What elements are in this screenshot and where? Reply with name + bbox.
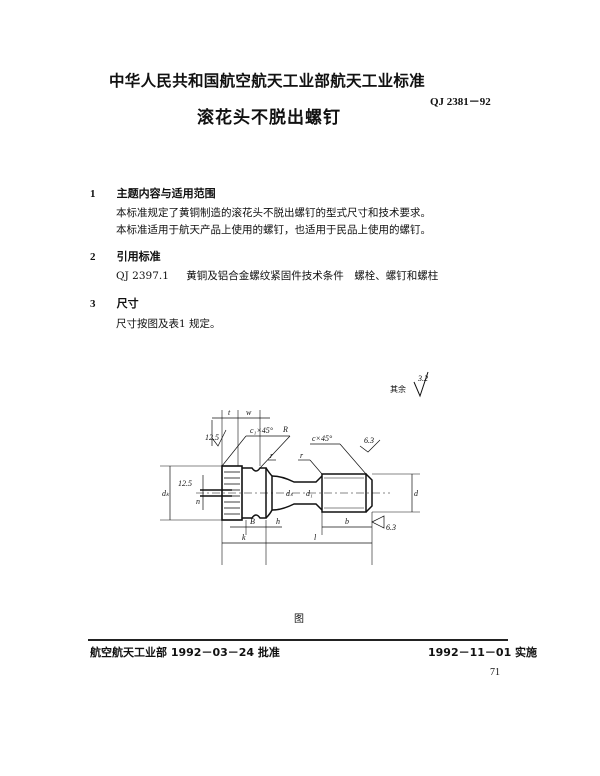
roughness-note-label: 其余	[390, 385, 406, 394]
roughness-end-label: 6.3	[386, 523, 396, 532]
reference-standard: QJ 2397.1 黄铜及铝合金螺纹紧固件技术条件 螺栓、螺钉和螺柱	[116, 268, 438, 283]
section-number: 2	[90, 251, 96, 263]
paragraph: 本标准规定了黄铜制造的滚花头不脱出螺钉的型式尺寸和技术要求。	[116, 207, 431, 219]
paragraph: 本标准适用于航天产品上使用的螺钉，也适用于民品上使用的螺钉。	[116, 224, 431, 236]
section-title: 主题内容与适用范围	[116, 187, 216, 200]
standard-code: QJ 2381－92	[430, 96, 491, 108]
b-label: b	[345, 517, 349, 526]
ds-label: dₛ	[286, 489, 294, 498]
roughness-symbol-icon	[413, 371, 429, 398]
section-number: 3	[90, 298, 96, 310]
roughness-slot-label: 12.5	[178, 479, 192, 488]
figure-caption: 图	[294, 614, 304, 625]
d1-label: d₁	[306, 489, 313, 498]
section-2-heading: 2 引用标准	[90, 245, 161, 264]
h-label: h	[276, 517, 280, 526]
dim-t: t	[228, 408, 231, 417]
n-label: n	[196, 497, 200, 506]
chamfer-head-label: c₁×45°	[250, 426, 274, 435]
dk-label: dₖ	[162, 489, 170, 498]
section-number: 1	[90, 188, 96, 200]
footer-divider	[88, 639, 508, 641]
dim-w: w	[246, 408, 252, 417]
B-label: B	[250, 517, 255, 526]
r-label-1: r	[270, 451, 274, 460]
r-label-2: r	[300, 451, 304, 460]
document-title: 滚花头不脱出螺钉	[197, 108, 341, 128]
chamfer-thread-label: c×45°	[312, 434, 333, 443]
reference-code: QJ 2397.1	[116, 270, 169, 282]
k-label: k	[242, 533, 246, 542]
section-title: 尺寸	[116, 297, 139, 310]
section-1-heading: 1 主题内容与适用范围	[90, 182, 216, 201]
organization-title: 中华人民共和国航空航天工业部航天工业标准	[109, 72, 426, 90]
approval-date: 航空航天工业部 1992－03－24 批准	[90, 646, 280, 659]
section-3-heading: 3 尺寸	[90, 292, 139, 311]
screw-technical-drawing: 3.2 t w c₁×45° R c×45° 6.3 12.5 12.5 r r…	[160, 371, 429, 565]
section-title: 引用标准	[116, 250, 161, 263]
roughness-head-label: 12.5	[205, 433, 219, 442]
implementation-date: 1992－11－01 实施	[428, 646, 538, 659]
reference-text: 黄铜及铝合金螺纹紧固件技术条件 螺栓、螺钉和螺柱	[186, 270, 439, 282]
radius-label: R	[282, 425, 288, 434]
paragraph: 尺寸按图及表1 规定。	[116, 318, 221, 330]
l-label: l	[314, 533, 317, 542]
page-number: 71	[490, 667, 500, 678]
roughness-value: 3.2	[417, 374, 428, 383]
roughness-thread-label: 6.3	[364, 436, 374, 445]
d-label: d	[414, 489, 419, 498]
